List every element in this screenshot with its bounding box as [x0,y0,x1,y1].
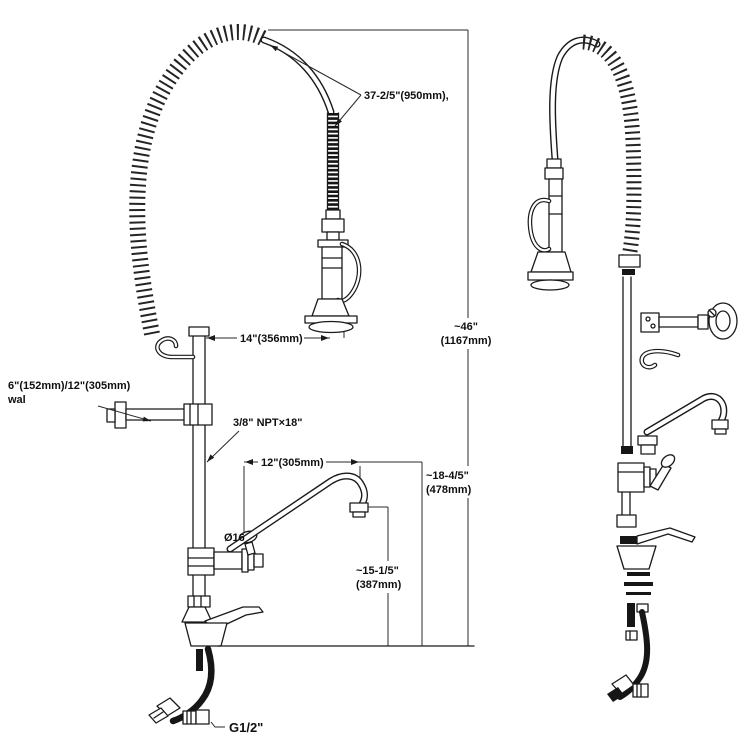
add-on-valve [187,530,264,576]
hook-part [639,348,681,370]
mixer-part [616,527,696,570]
valve-part [616,454,676,528]
supply-nipple-label: 3/8" NPT×18" [206,417,302,463]
overall-height-inches: ~46" [454,321,478,333]
coiled-hose [129,24,271,336]
supply-hose-part [607,603,651,702]
hose-hook [155,336,196,360]
bracket-text-1: 6"(152mm)/12"(305mm) [8,380,131,392]
outlet-height-inches: ~15-1/5" [356,565,399,577]
bracket-text-2: wal [7,394,26,406]
exploded-view [527,34,738,702]
flex-hose [260,36,335,116]
hose-length-text: 37-2/5"(950mm), [364,90,449,102]
spray-valve [304,209,362,334]
riser-tube-part [621,276,633,454]
overall-height-mm: (1167mm) [441,335,492,347]
main-view: ~46" (1167mm) 37-2/5"(950mm), [7,24,497,735]
mixer-base [184,606,264,647]
riser-pipe [181,326,213,623]
hose-sleeve [326,112,340,211]
supply-hoses: G1/2" [148,645,263,735]
spout-reach-text: 12"(305mm) [261,457,324,469]
dim-spout-reach: 12"(305mm) [243,454,361,544]
gaskets-part [624,572,653,595]
wall-bracket [106,401,213,429]
dim-spout-height: ~18-4/5" (478mm) [360,461,476,646]
outlet-height-mm: (387mm) [356,579,402,591]
swing-spout: Ø16 [224,472,369,553]
dim-spout-outlet-height: ~15-1/5" (387mm) [353,506,411,646]
dim-riser-offset: 14"(356mm) [206,330,345,345]
supply-nipple-text: 3/8" NPT×18" [233,417,302,429]
wall-bracket-part [640,302,738,340]
spray-unit-part [527,34,642,291]
inlet-thread-text: G1/2" [229,720,263,735]
spout-height-mm: (478mm) [426,484,472,496]
spout-height-inches: ~18-4/5" [426,470,469,482]
spout-diameter-text: Ø16 [224,532,245,544]
dim-overall-height: ~46" (1167mm) [268,29,497,646]
mounting-hardware-part [625,603,638,641]
spout-part [637,392,729,455]
wall-bracket-label: 6"(152mm)/12"(305mm) wal [7,380,152,422]
riser-offset-text: 14"(356mm) [240,333,303,345]
